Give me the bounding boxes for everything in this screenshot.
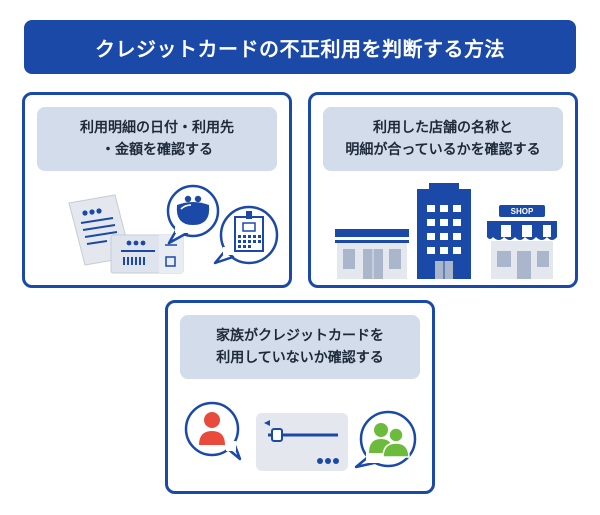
family-icon	[354, 410, 417, 469]
page-title: クレジットカードの不正利用を判断する方法	[24, 20, 576, 74]
credit-card-icon	[256, 413, 348, 471]
receipt-icon	[110, 234, 184, 274]
card-3-illustration	[184, 401, 417, 471]
card-label-line-1: 利用した店舗の名称と	[373, 120, 513, 136]
wallet-icon	[166, 184, 220, 245]
card-label-line-1: 利用明細の日付・利用先	[80, 120, 234, 136]
card-label-line-2: 明細が合っているかを確認する	[345, 142, 541, 158]
card-label: 利用明細の日付・利用先 ・金額を確認する	[37, 107, 277, 171]
shop-icon: SHOP	[487, 205, 557, 279]
card-family-check: 家族がクレジットカードを 利用していないか確認する	[165, 300, 435, 494]
card-label-line-2: 利用していないか確認する	[216, 350, 384, 366]
office-building-icon	[417, 183, 471, 279]
card-label: 利用した店舗の名称と 明細が合っているかを確認する	[323, 107, 563, 171]
shop-sign-text: SHOP	[511, 207, 534, 216]
person-icon	[184, 401, 242, 461]
calendar-icon	[213, 205, 279, 265]
card-1-illustration	[68, 184, 279, 274]
card-label-line-2: ・金額を確認する	[101, 142, 213, 158]
card-2-illustration: SHOP	[335, 183, 557, 279]
card-label: 家族がクレジットカードを 利用していないか確認する	[180, 315, 420, 379]
card-store-check: 利用した店舗の名称と 明細が合っているかを確認する	[308, 92, 578, 288]
convenience-store-icon	[335, 229, 409, 279]
card-label-line-1: 家族がクレジットカードを	[216, 328, 384, 344]
card-statement-check: 利用明細の日付・利用先 ・金額を確認する	[22, 92, 292, 288]
